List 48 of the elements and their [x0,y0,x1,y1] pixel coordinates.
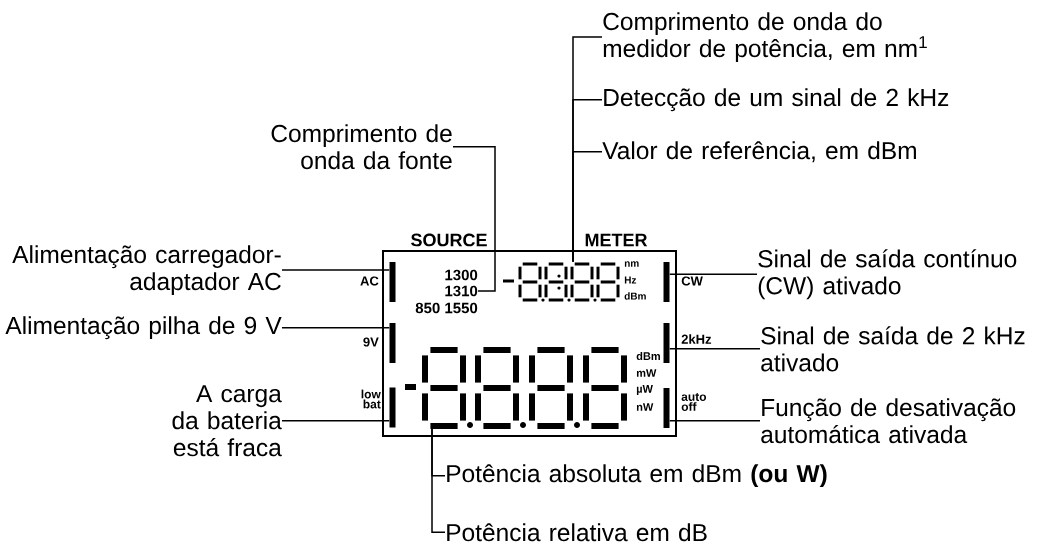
lcd-frame [382,250,677,437]
leader-line [572,150,603,263]
callout-text: Valor de referência, em dBm [602,141,916,163]
leader-line [281,420,391,422]
callout-text: Comprimento de onda do medidor de potência, em nm$^{1}$ [603,12,927,63]
lcd-label: nm [624,261,639,267]
seven-segment-display [405,347,627,429]
leader-line [668,348,761,350]
lcd-label: 9V [363,337,379,347]
indicator-bar [389,323,396,363]
leader-line [668,273,758,275]
section-heading: SOURCE [411,233,487,247]
indicator-bar [663,323,670,363]
indicator-bar [663,262,670,302]
leader-line [668,419,761,422]
callout-text: Alimentação pilha de 9 V [5,316,282,340]
indicator-bar [663,388,670,428]
callout-text: A carga da bateria está fraca [172,385,282,457]
lcd-label: AC [360,276,379,286]
lcd-label: dBm [624,292,646,300]
lcd-label: low bat [361,389,381,409]
lcd-label: µW [636,385,653,395]
indicator-bar [389,387,396,428]
callout-text: Detecção de um sinal de 2 kHz [604,88,949,112]
lcd-label: mW [636,369,657,377]
callout-text: Função de desativação automática ativada [761,398,1016,444]
leader-line [452,145,496,292]
leader-line [431,427,446,533]
lcd-value: 1310 [445,285,478,297]
callout-text: Sinal de saída contínuo (CW) ativado [758,249,1017,300]
lcd-label: Hz [624,276,637,284]
callout-text: Comprimento de onda da fonte [271,124,452,170]
leader-line [281,326,391,329]
callout-text: Sinal de saída de 2 kHz ativado [761,326,1025,372]
lcd-label: nW [636,403,654,411]
lcd-label: dBm [636,351,660,361]
indicator-bar [389,262,396,302]
lcd-label: auto off [681,393,707,411]
lcd-label: 2kHz [681,334,712,344]
leader-line [281,269,391,271]
lcd-label: 850 1550 [415,302,478,314]
callout-text: Potência absoluta em dBm (ou W) [447,464,827,488]
lcd-label: CW [681,276,703,286]
seven-segment-display [503,262,620,302]
callout-text: Alimentação carregador-adaptador AC [12,245,281,296]
section-heading: METER [585,233,648,247]
lcd-label: 1300 [445,269,478,281]
callout-text: Potência relativa em dB [447,523,707,542]
